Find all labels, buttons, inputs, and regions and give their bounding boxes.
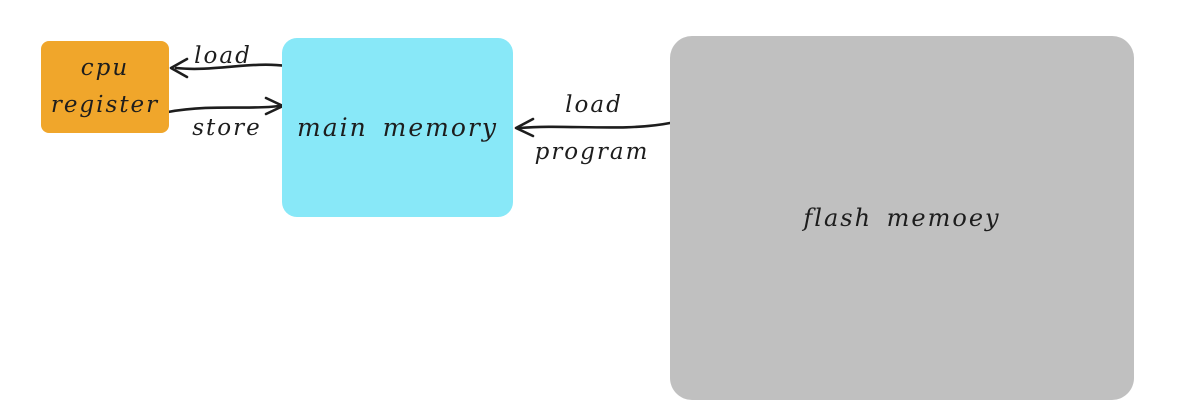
node-cpu-register-label-line2: register	[50, 92, 160, 118]
node-flash-memory-label: flash memoey	[803, 204, 1001, 232]
edge-label-load-program-bottom: program	[534, 139, 650, 165]
node-cpu-register-label-line1: cpu	[80, 55, 130, 81]
store-arrow-icon	[166, 96, 285, 116]
node-cpu-register: cpu register	[41, 41, 169, 133]
node-main-memory: main memory	[282, 38, 513, 217]
edge-label-load-program-top: load	[565, 92, 623, 118]
node-main-memory-label: main memory	[297, 113, 498, 142]
edge-label-load: load	[194, 43, 252, 69]
edge-label-store: store	[192, 115, 262, 141]
load-program-arrow-icon	[514, 117, 672, 138]
node-flash-memory: flash memoey	[670, 36, 1134, 400]
